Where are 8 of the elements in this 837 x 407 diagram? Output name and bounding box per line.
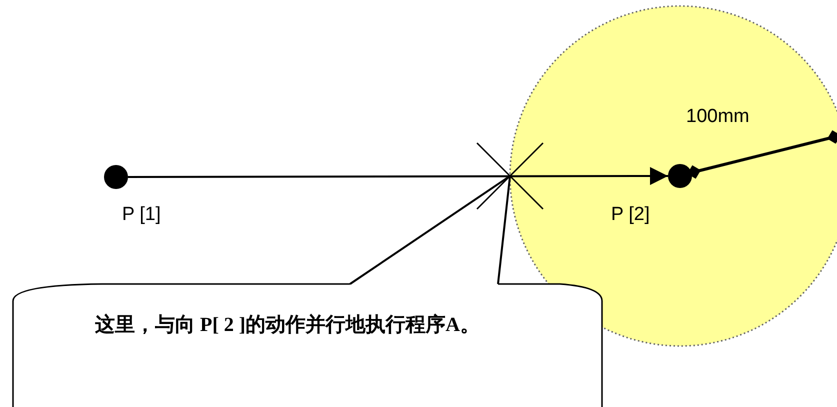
dimension-label: 100mm <box>686 106 750 128</box>
point-label: P [1] <box>122 204 161 226</box>
point-dot <box>104 165 128 189</box>
leader-line <box>349 174 512 285</box>
arrow <box>128 167 668 186</box>
callout-text: 这里，与向 P[ 2 ]的动作并行地执行程序A。 <box>95 312 481 338</box>
point-label: P [2] <box>611 204 650 226</box>
callout-bubble <box>12 283 603 407</box>
